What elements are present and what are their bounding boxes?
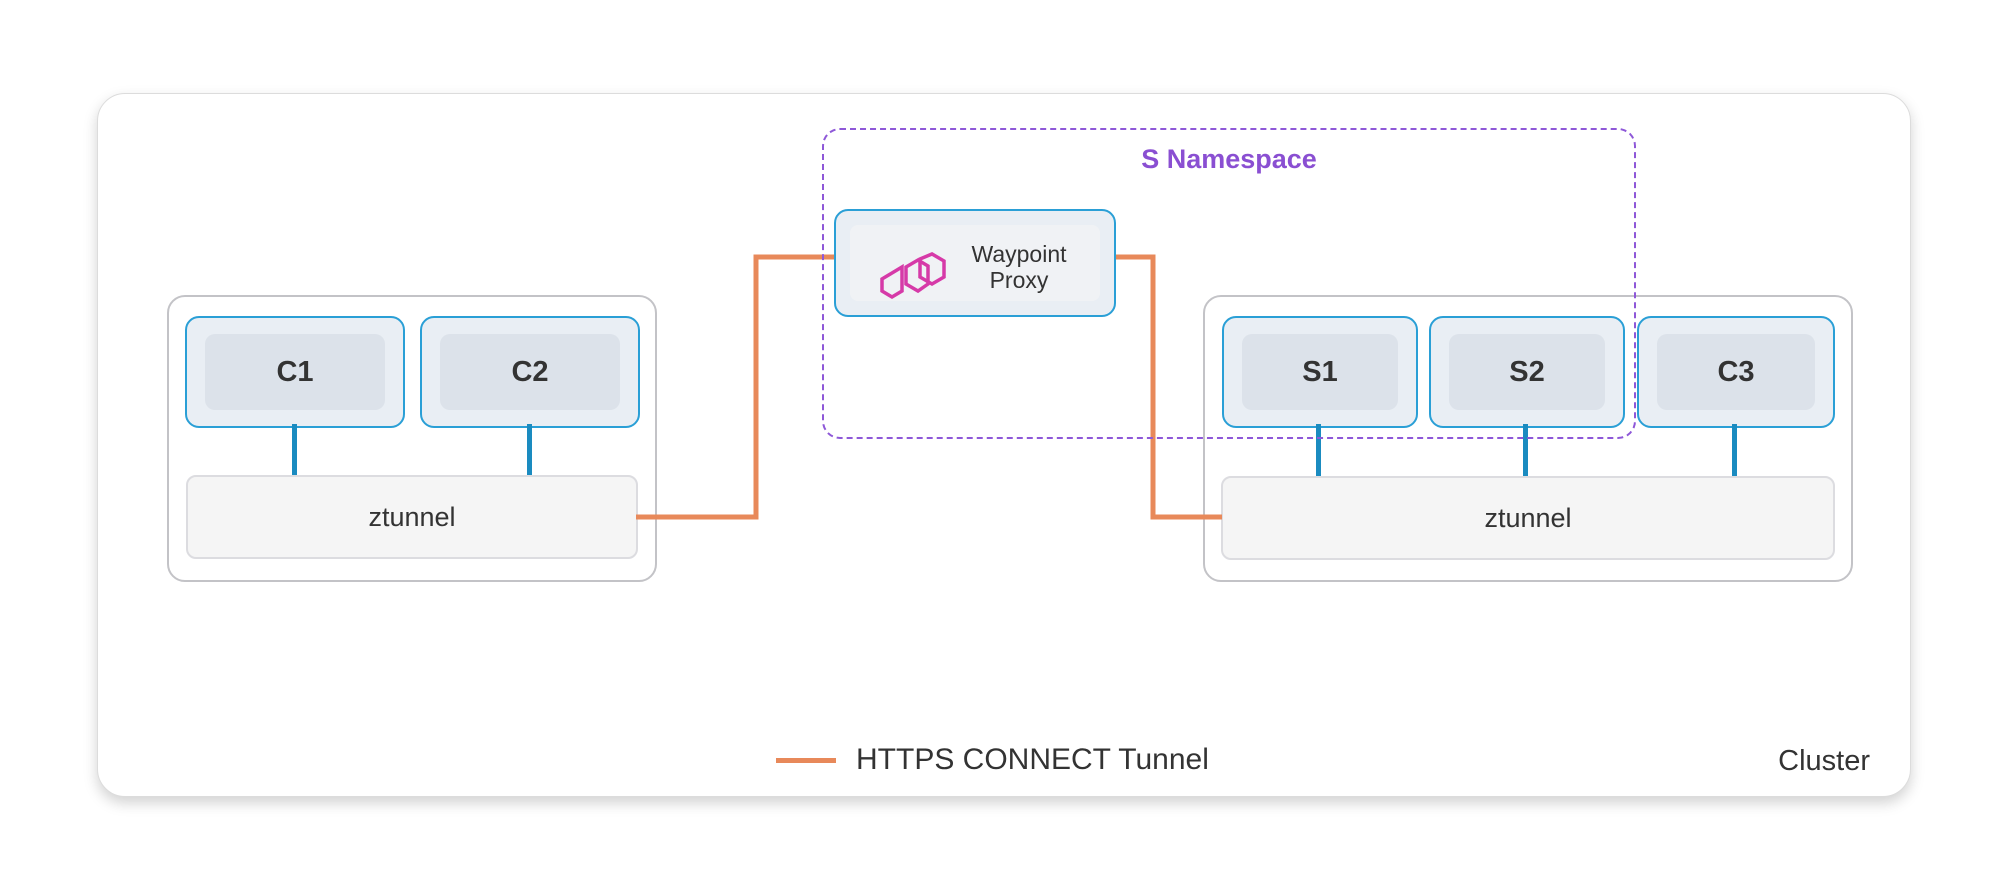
- pod-label: C3: [1657, 334, 1815, 410]
- waypoint-inner: Waypoint Proxy: [850, 225, 1100, 301]
- waypoint-label-line2: Proxy: [989, 267, 1049, 293]
- ztunnel-right: ztunnel: [1221, 476, 1835, 560]
- pod-link: [1732, 424, 1737, 476]
- pod-c3: C3: [1637, 316, 1835, 428]
- pod-link: [527, 424, 532, 476]
- pod-label: S2: [1449, 334, 1605, 410]
- waypoint-proxy: Waypoint Proxy: [834, 209, 1116, 317]
- pod-link: [1316, 424, 1321, 476]
- namespace-label: S Namespace: [1141, 144, 1317, 174]
- waypoint-proxy-icon: [880, 252, 946, 300]
- tunnel-line-right: [1112, 254, 1222, 520]
- pod-s2: S2: [1429, 316, 1625, 428]
- pod-link: [292, 424, 297, 476]
- namespace-boundary: S Namespace: [822, 128, 1636, 439]
- pod-label: C2: [440, 334, 620, 410]
- tunnel-line-left: [636, 254, 834, 520]
- cluster-label: Cluster: [1778, 745, 1870, 777]
- pod-c1: C1: [185, 316, 405, 428]
- pod-link: [1523, 424, 1528, 476]
- legend: HTTPS CONNECT Tunnel: [776, 740, 1209, 780]
- pod-s1: S1: [1222, 316, 1418, 428]
- waypoint-label: Waypoint Proxy: [954, 241, 1084, 293]
- legend-swatch: [776, 757, 836, 763]
- pod-label: S1: [1242, 334, 1398, 410]
- waypoint-label-line1: Waypoint: [971, 241, 1067, 267]
- ztunnel-left: ztunnel: [186, 475, 638, 559]
- legend-label: HTTPS CONNECT Tunnel: [856, 743, 1209, 776]
- pod-label: C1: [205, 334, 385, 410]
- pod-c2: C2: [420, 316, 640, 428]
